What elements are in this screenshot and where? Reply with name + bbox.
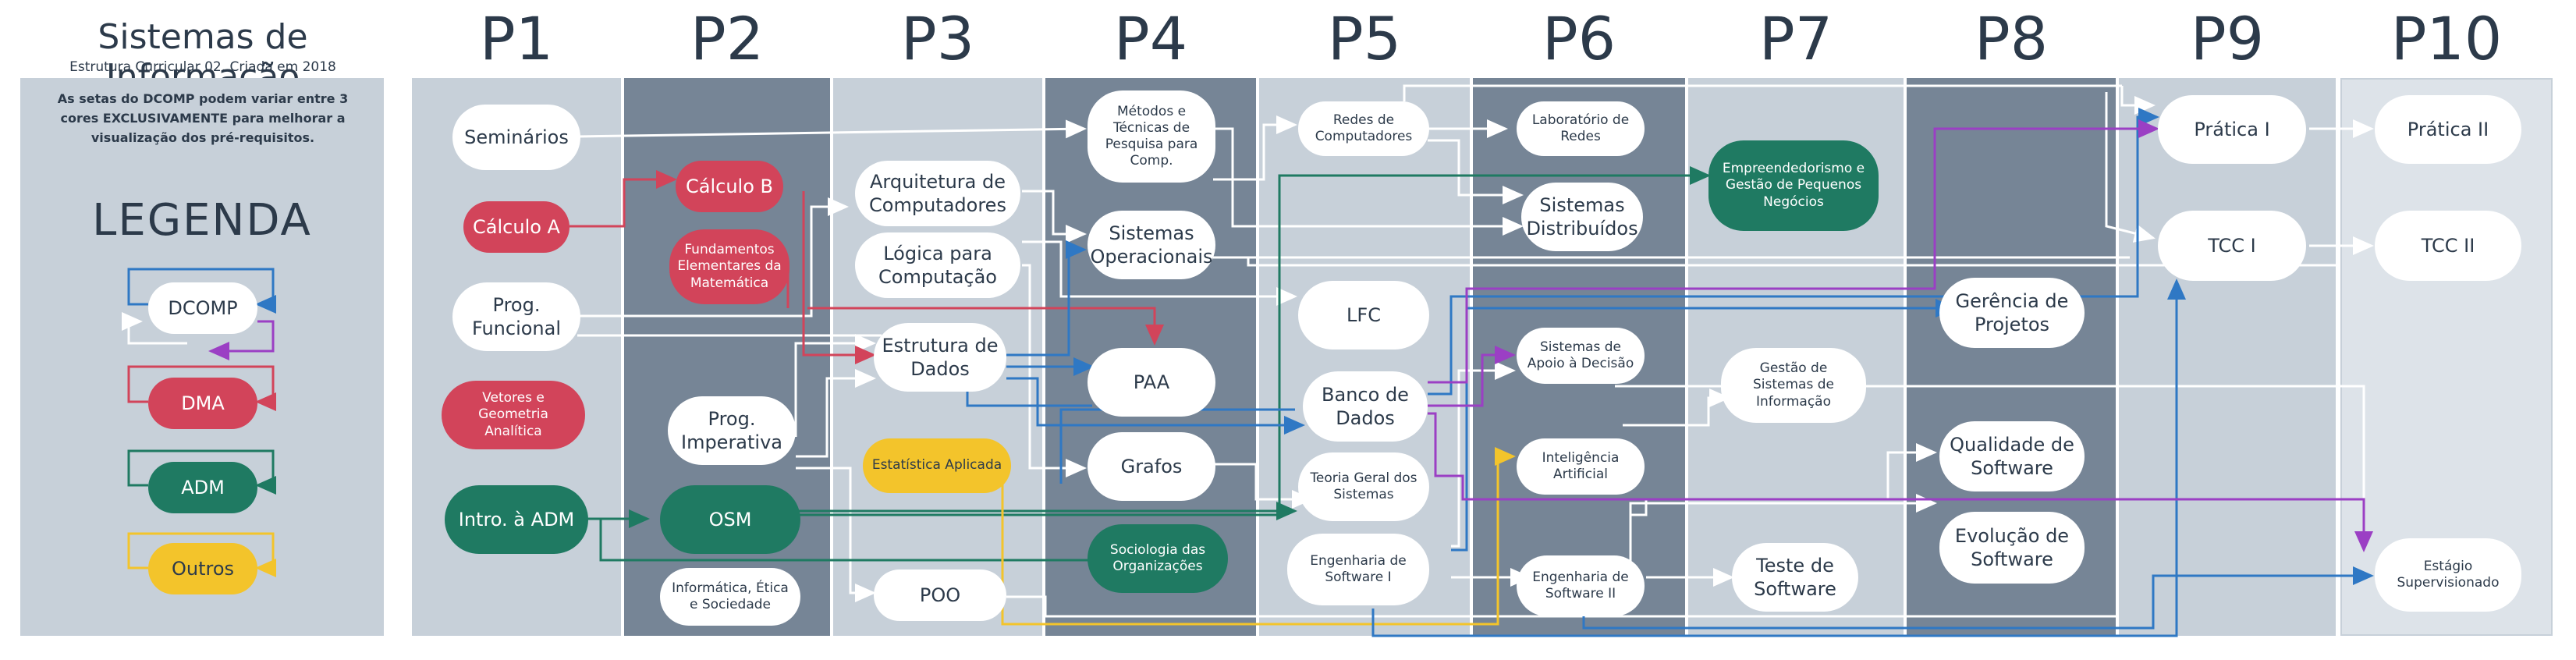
course-logica[interactable]: Lógica para Computação: [855, 232, 1020, 298]
course-grafos[interactable]: Grafos: [1088, 432, 1215, 501]
legend-dma: DMA: [148, 378, 257, 429]
course-so[interactable]: Sistemas Operacionais: [1088, 211, 1215, 279]
course-tgs[interactable]: Teoria Geral dos Sistemas: [1298, 452, 1429, 521]
legend-adm: ADM: [148, 462, 257, 513]
course-poo[interactable]: POO: [874, 570, 1006, 621]
course-prog-imperativa[interactable]: Prog. Imperativa: [668, 396, 796, 465]
course-calculo-b[interactable]: Cálculo B: [676, 161, 783, 212]
course-arq-comp[interactable]: Arquitetura de Computadores: [855, 161, 1020, 226]
course-ia[interactable]: Inteligência Artificial: [1517, 438, 1645, 495]
course-tcc1[interactable]: TCC I: [2158, 211, 2306, 281]
course-gerencia[interactable]: Gerência de Projetos: [1939, 278, 2085, 348]
course-evolucao[interactable]: Evolução de Software: [1939, 512, 2085, 584]
course-seminarios[interactable]: Seminários: [452, 105, 580, 170]
legend-title: LEGENDA: [92, 195, 312, 246]
course-calculo-a[interactable]: Cálculo A: [463, 201, 569, 253]
course-pratica2[interactable]: Prática II: [2375, 95, 2521, 164]
course-eng1[interactable]: Engenharia de Software I: [1287, 534, 1429, 605]
course-fund-mat[interactable]: Fundamentos Elementares da Matemática: [669, 229, 789, 304]
course-vetores[interactable]: Vetores e Geometria Analítica: [442, 381, 585, 449]
course-empreend[interactable]: Empreendedorismo e Gestão de Pequenos Ne…: [1708, 140, 1879, 231]
period-title-p5: P5: [1327, 4, 1402, 73]
period-title-p1: P1: [479, 4, 554, 73]
course-sad[interactable]: Sistemas de Apoio à Decisão: [1517, 328, 1645, 384]
course-banco[interactable]: Banco de Dados: [1303, 371, 1428, 442]
course-teste[interactable]: Teste de Software: [1732, 543, 1858, 612]
period-title-p9: P9: [2190, 4, 2265, 73]
course-sociologia[interactable]: Sociologia das Organizações: [1088, 524, 1228, 593]
period-title-p4: P4: [1113, 4, 1188, 73]
course-pratica1[interactable]: Prática I: [2158, 95, 2306, 164]
period-title-p8: P8: [1974, 4, 2049, 73]
legend-dcomp: DCOMP: [148, 282, 257, 334]
course-estagio[interactable]: Estágio Supervisionado: [2375, 538, 2521, 612]
legend-note: As setas do DCOMP podem variar entre 3 c…: [57, 91, 349, 145]
period-title-p2: P2: [690, 4, 765, 73]
legend-outros: Outros: [148, 543, 257, 594]
course-osm[interactable]: OSM: [660, 485, 800, 554]
course-estrutura[interactable]: Estrutura de Dados: [874, 323, 1006, 392]
course-lfc[interactable]: LFC: [1298, 281, 1429, 350]
column-p9: [2119, 78, 2336, 636]
period-title-p7: P7: [1758, 4, 1833, 73]
page-subtitle: Estrutura Curricular 02, Criada em 2018: [69, 59, 336, 75]
course-gestao-si[interactable]: Gestão de Sistemas de Informação: [1721, 348, 1866, 423]
course-intro-adm[interactable]: Intro. à ADM: [445, 485, 588, 554]
course-metodos[interactable]: Métodos e Técnicas de Pesquisa para Comp…: [1088, 90, 1215, 183]
course-distribuidos[interactable]: Sistemas Distribuídos: [1521, 183, 1643, 251]
course-paa[interactable]: PAA: [1088, 348, 1215, 417]
course-qualidade[interactable]: Qualidade de Software: [1939, 421, 2085, 491]
course-redes[interactable]: Redes de Computadores: [1298, 101, 1429, 156]
period-title-p6: P6: [1542, 4, 1616, 73]
course-eng2[interactable]: Engenharia de Software II: [1517, 555, 1645, 616]
course-etica[interactable]: Informática, Ética e Sociedade: [660, 568, 800, 626]
course-lab-redes[interactable]: Laboratório de Redes: [1517, 101, 1645, 156]
course-tcc2[interactable]: TCC II: [2375, 211, 2521, 281]
course-estatistica[interactable]: Estatística Aplicada: [863, 438, 1011, 493]
period-title-p10: P10: [2390, 4, 2503, 73]
course-prog-funcional[interactable]: Prog. Funcional: [452, 282, 580, 351]
period-title-p3: P3: [900, 4, 975, 73]
legend-panel: [20, 78, 384, 636]
